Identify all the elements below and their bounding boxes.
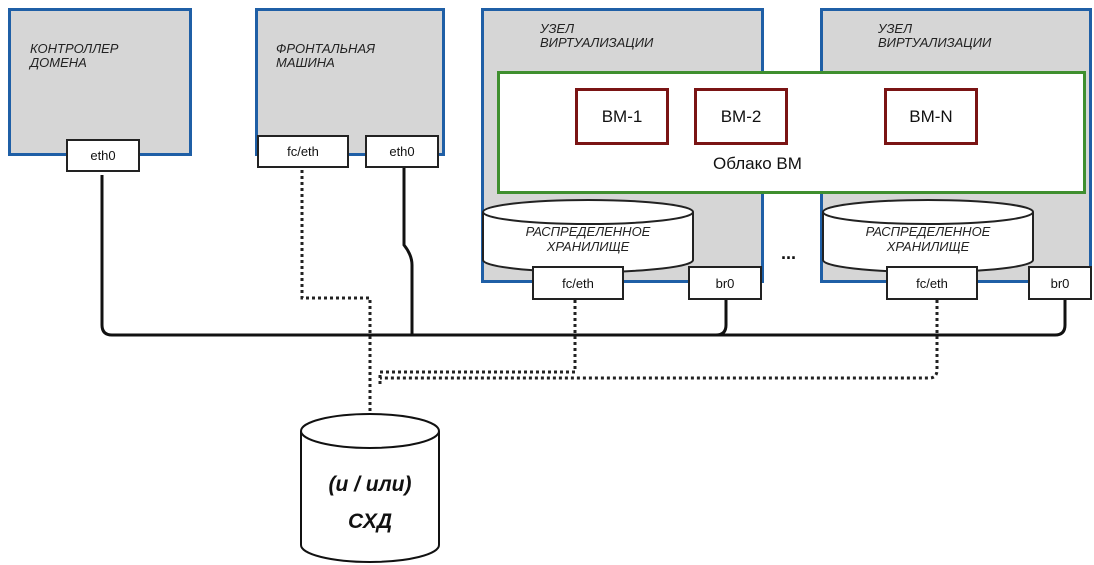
domain-controller-eth0-port: eth0 [66,139,140,172]
domain-controller-title: КОНТРОЛЛЕР ДОМЕНА [30,41,119,70]
virt-node-1-storage-label: РАСПРЕДЕЛЕННОЕ ХРАНИЛИЩЕ [525,224,651,254]
vm-n: ВМ-N [884,88,978,145]
virt-node-2-storage-label: РАСПРЕДЕЛЕННОЕ ХРАНИЛИЩЕ [865,224,991,254]
frontend-node [255,8,445,156]
more-nodes-ellipsis: ... [781,243,797,263]
frontend-title: ФРОНТАЛЬНАЯ МАШИНА [276,41,375,70]
storage-label-and-or: (и / или) [328,473,412,496]
frontend-eth-drop [402,165,414,335]
virt1-fc-dotted-link [378,300,577,385]
virt-node-2-distributed-storage [822,199,1034,273]
vm-2: ВМ-2 [694,88,788,145]
virt-node-2-br0-port: br0 [1028,266,1092,300]
ethernet-bus-line [100,175,1067,337]
virt-node-1-br0-port: br0 [688,266,762,300]
frontend-eth0-port: eth0 [365,135,439,168]
virt1-br-drop [715,190,728,337]
virt-node-1-title: УЗЕЛ ВИРТУАЛИЗАЦИИ [540,21,654,50]
frontend-fc-dotted-link [300,170,372,425]
virt-node-1-distributed-storage [482,199,694,273]
storage-cylinder [300,413,440,563]
vm-1: ВМ-1 [575,88,669,145]
frontend-fc-eth-port: fc/eth [257,135,349,168]
virt-node-2-title: УЗЕЛ ВИРТУАЛИЗАЦИИ [878,21,992,50]
storage-label-san: СХД [347,510,393,533]
virt-node-1-fc-eth-port: fc/eth [532,266,624,300]
vm-cloud-label: Облако ВМ [713,154,802,173]
virt-node-2-fc-eth-port: fc/eth [886,266,978,300]
